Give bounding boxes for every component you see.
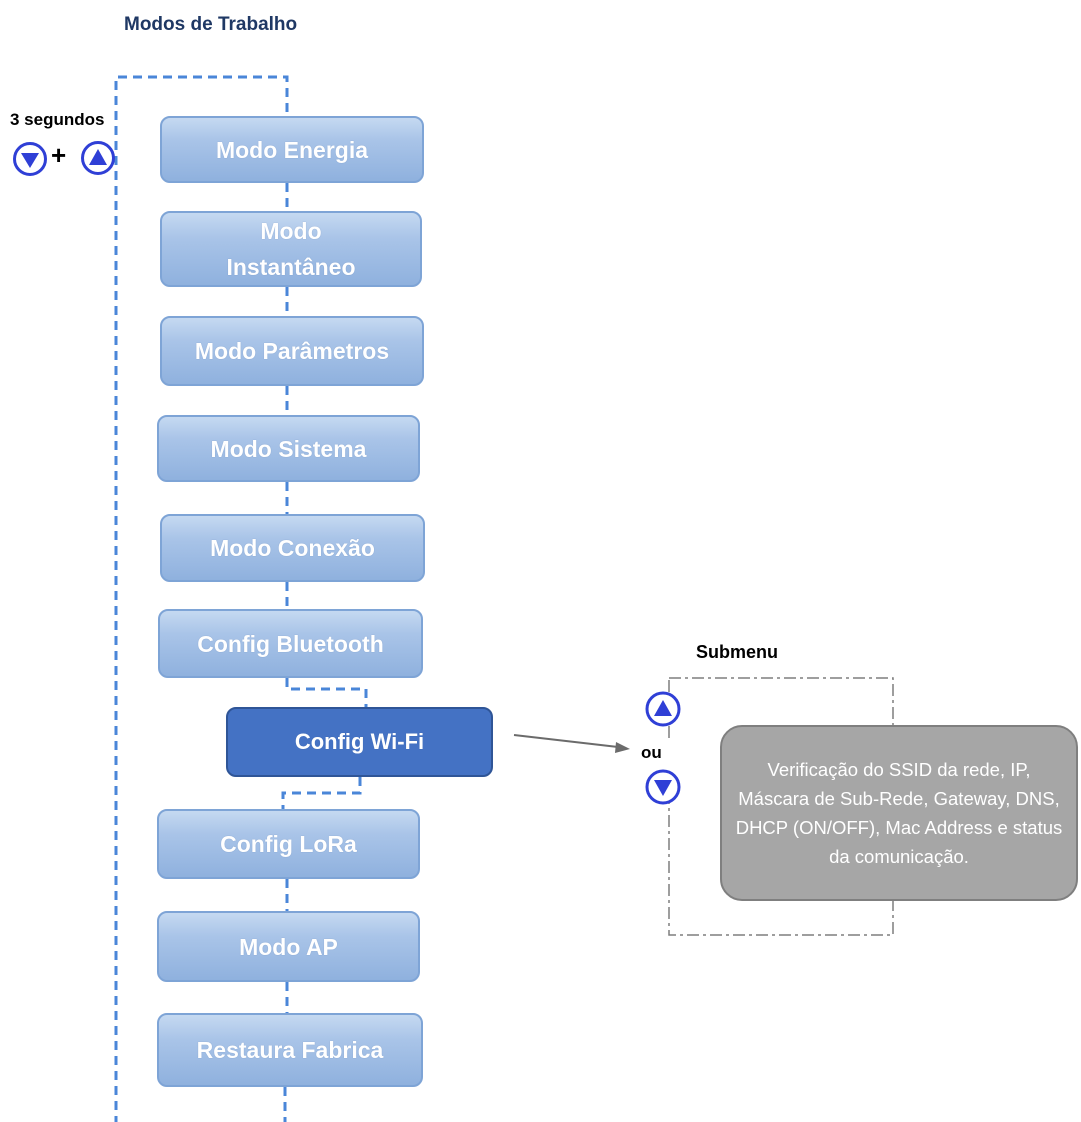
connector-7 bbox=[281, 777, 362, 809]
mode-label: Config Bluetooth bbox=[197, 630, 384, 657]
mode-label: Modo Instantâneo bbox=[226, 218, 356, 280]
mode-box-conexao[interactable]: Modo Conexão bbox=[160, 514, 425, 582]
mode-label: Modo Parâmetros bbox=[194, 338, 390, 364]
hold-duration-label: 3 segundos bbox=[10, 110, 105, 129]
submenu-description: Verificação do SSID da rede, IP, Máscara… bbox=[735, 759, 1063, 867]
mode-label: Modo Energia bbox=[215, 136, 369, 163]
return-loop-line bbox=[114, 75, 289, 1122]
mode-box-sistema[interactable]: Modo Sistema bbox=[157, 415, 420, 482]
mode-box-restaura-fabrica[interactable]: Restaura Fabrica bbox=[157, 1013, 423, 1087]
mode-box-ap[interactable]: Modo AP bbox=[157, 911, 420, 982]
mode-label: Modo AP bbox=[239, 933, 338, 960]
page-title: Modos de Trabalho bbox=[124, 14, 298, 35]
plus-sign: + bbox=[51, 140, 67, 170]
or-label: ou bbox=[641, 743, 662, 762]
mode-label: Modo Sistema bbox=[210, 435, 367, 462]
mode-label: Modo Conexão bbox=[210, 535, 375, 561]
submenu-label: Submenu bbox=[696, 642, 779, 662]
blue-circle-up-arrow-icon bbox=[645, 691, 681, 727]
mode-box-parametros[interactable]: Modo Parâmetros bbox=[160, 316, 424, 386]
connector-6 bbox=[285, 678, 368, 707]
mode-box-instantaneo[interactable]: Modo Instantâneo bbox=[160, 211, 422, 287]
mode-box-energia[interactable]: Modo Energia bbox=[160, 116, 424, 183]
mode-label: Config LoRa bbox=[220, 831, 357, 857]
mode-box-lora[interactable]: Config LoRa bbox=[157, 809, 420, 879]
mode-label: Config Wi-Fi bbox=[294, 729, 425, 754]
blue-circle-up-arrow-icon bbox=[81, 141, 115, 175]
submenu-description-box: Verificação do SSID da rede, IP, Máscara… bbox=[720, 725, 1078, 901]
mode-label: Restaura Fabrica bbox=[196, 1037, 384, 1063]
blue-circle-down-arrow-icon bbox=[13, 142, 47, 176]
arrow-to-submenu bbox=[513, 734, 630, 753]
mode-box-bluetooth[interactable]: Config Bluetooth bbox=[158, 609, 423, 678]
mode-box-wifi[interactable]: Config Wi-Fi bbox=[226, 707, 493, 777]
blue-circle-down-arrow-icon bbox=[645, 769, 681, 805]
